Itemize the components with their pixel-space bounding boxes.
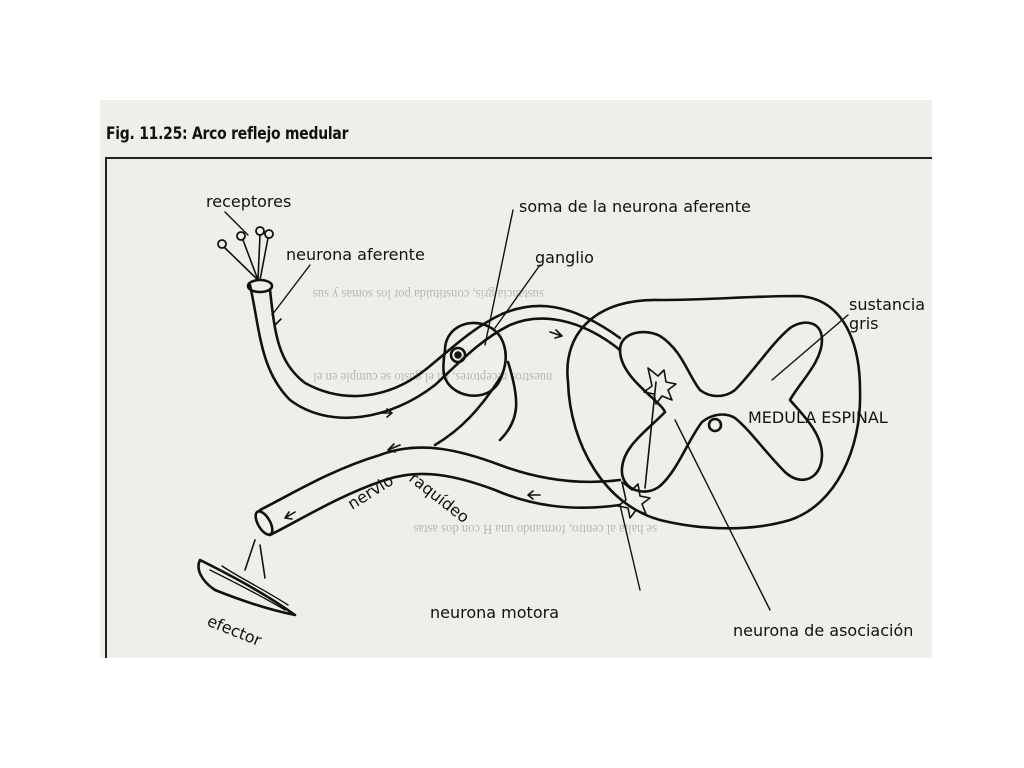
- label-raquideo: raquídeo: [406, 468, 474, 527]
- receptor: [236, 231, 246, 241]
- scanned-page: sustancia gris, constituida por los soma…: [100, 100, 932, 658]
- label-gris: gris: [849, 314, 879, 333]
- figure-frame: [105, 157, 932, 658]
- receptor: [217, 239, 227, 249]
- label-soma: soma de la neurona aferente: [519, 197, 751, 216]
- afferent-fiber-lower: [268, 288, 622, 398]
- association-neuron-cell-dorsal: [643, 367, 677, 405]
- label-ganglio: ganglio: [535, 248, 594, 267]
- label-neurona-aferente: neurona aferente: [286, 245, 425, 264]
- soma: [449, 346, 467, 364]
- label-neurona-motora: neurona motora: [430, 603, 559, 622]
- figure-title: Fig. 11.25: Arco reflejo medular: [106, 124, 349, 144]
- label-medula-espinal: MEDULA ESPINAL: [748, 408, 888, 427]
- label-neurona-asociacion: neurona de asociación: [733, 621, 913, 640]
- efferent-fiber-upper: [258, 446, 622, 512]
- central-canal: [707, 417, 723, 433]
- efferent-fiber-lower: [268, 472, 622, 537]
- label-efector: efector: [205, 611, 265, 650]
- effector-muscle: [197, 558, 297, 617]
- receptor: [255, 226, 265, 236]
- label-nervio: nervio: [344, 471, 397, 514]
- grey-matter-outline: [618, 321, 824, 493]
- receptor: [264, 229, 274, 239]
- spinal-cord-outline: [566, 294, 862, 530]
- afferent-fiber-end: [246, 278, 274, 294]
- efferent-fiber-end: [254, 510, 274, 536]
- label-sustancia: sustancia: [849, 295, 925, 314]
- reflex-arc-diagram: receptores neurona aferente soma de la n…: [197, 192, 925, 650]
- label-receptores: receptores: [206, 192, 291, 211]
- afferent-fiber-upper: [248, 283, 622, 420]
